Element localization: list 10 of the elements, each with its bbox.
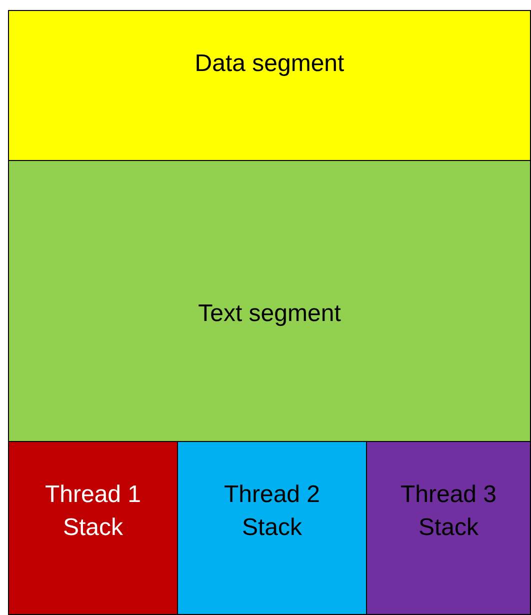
segment-label: Thread 1 Stack [44,480,142,543]
memory-segment-block [8,441,178,615]
memory-segment-block [8,10,531,161]
segment-label: Thread 3 Stack [399,480,498,543]
segment-label: Data segment [194,49,344,79]
segment-label: Text segment [198,299,341,329]
memory-segment-block [366,441,531,615]
memory-segment-block [8,160,531,442]
memory-segment-block [177,441,367,615]
segment-label: Thread 2 Stack [222,480,322,543]
